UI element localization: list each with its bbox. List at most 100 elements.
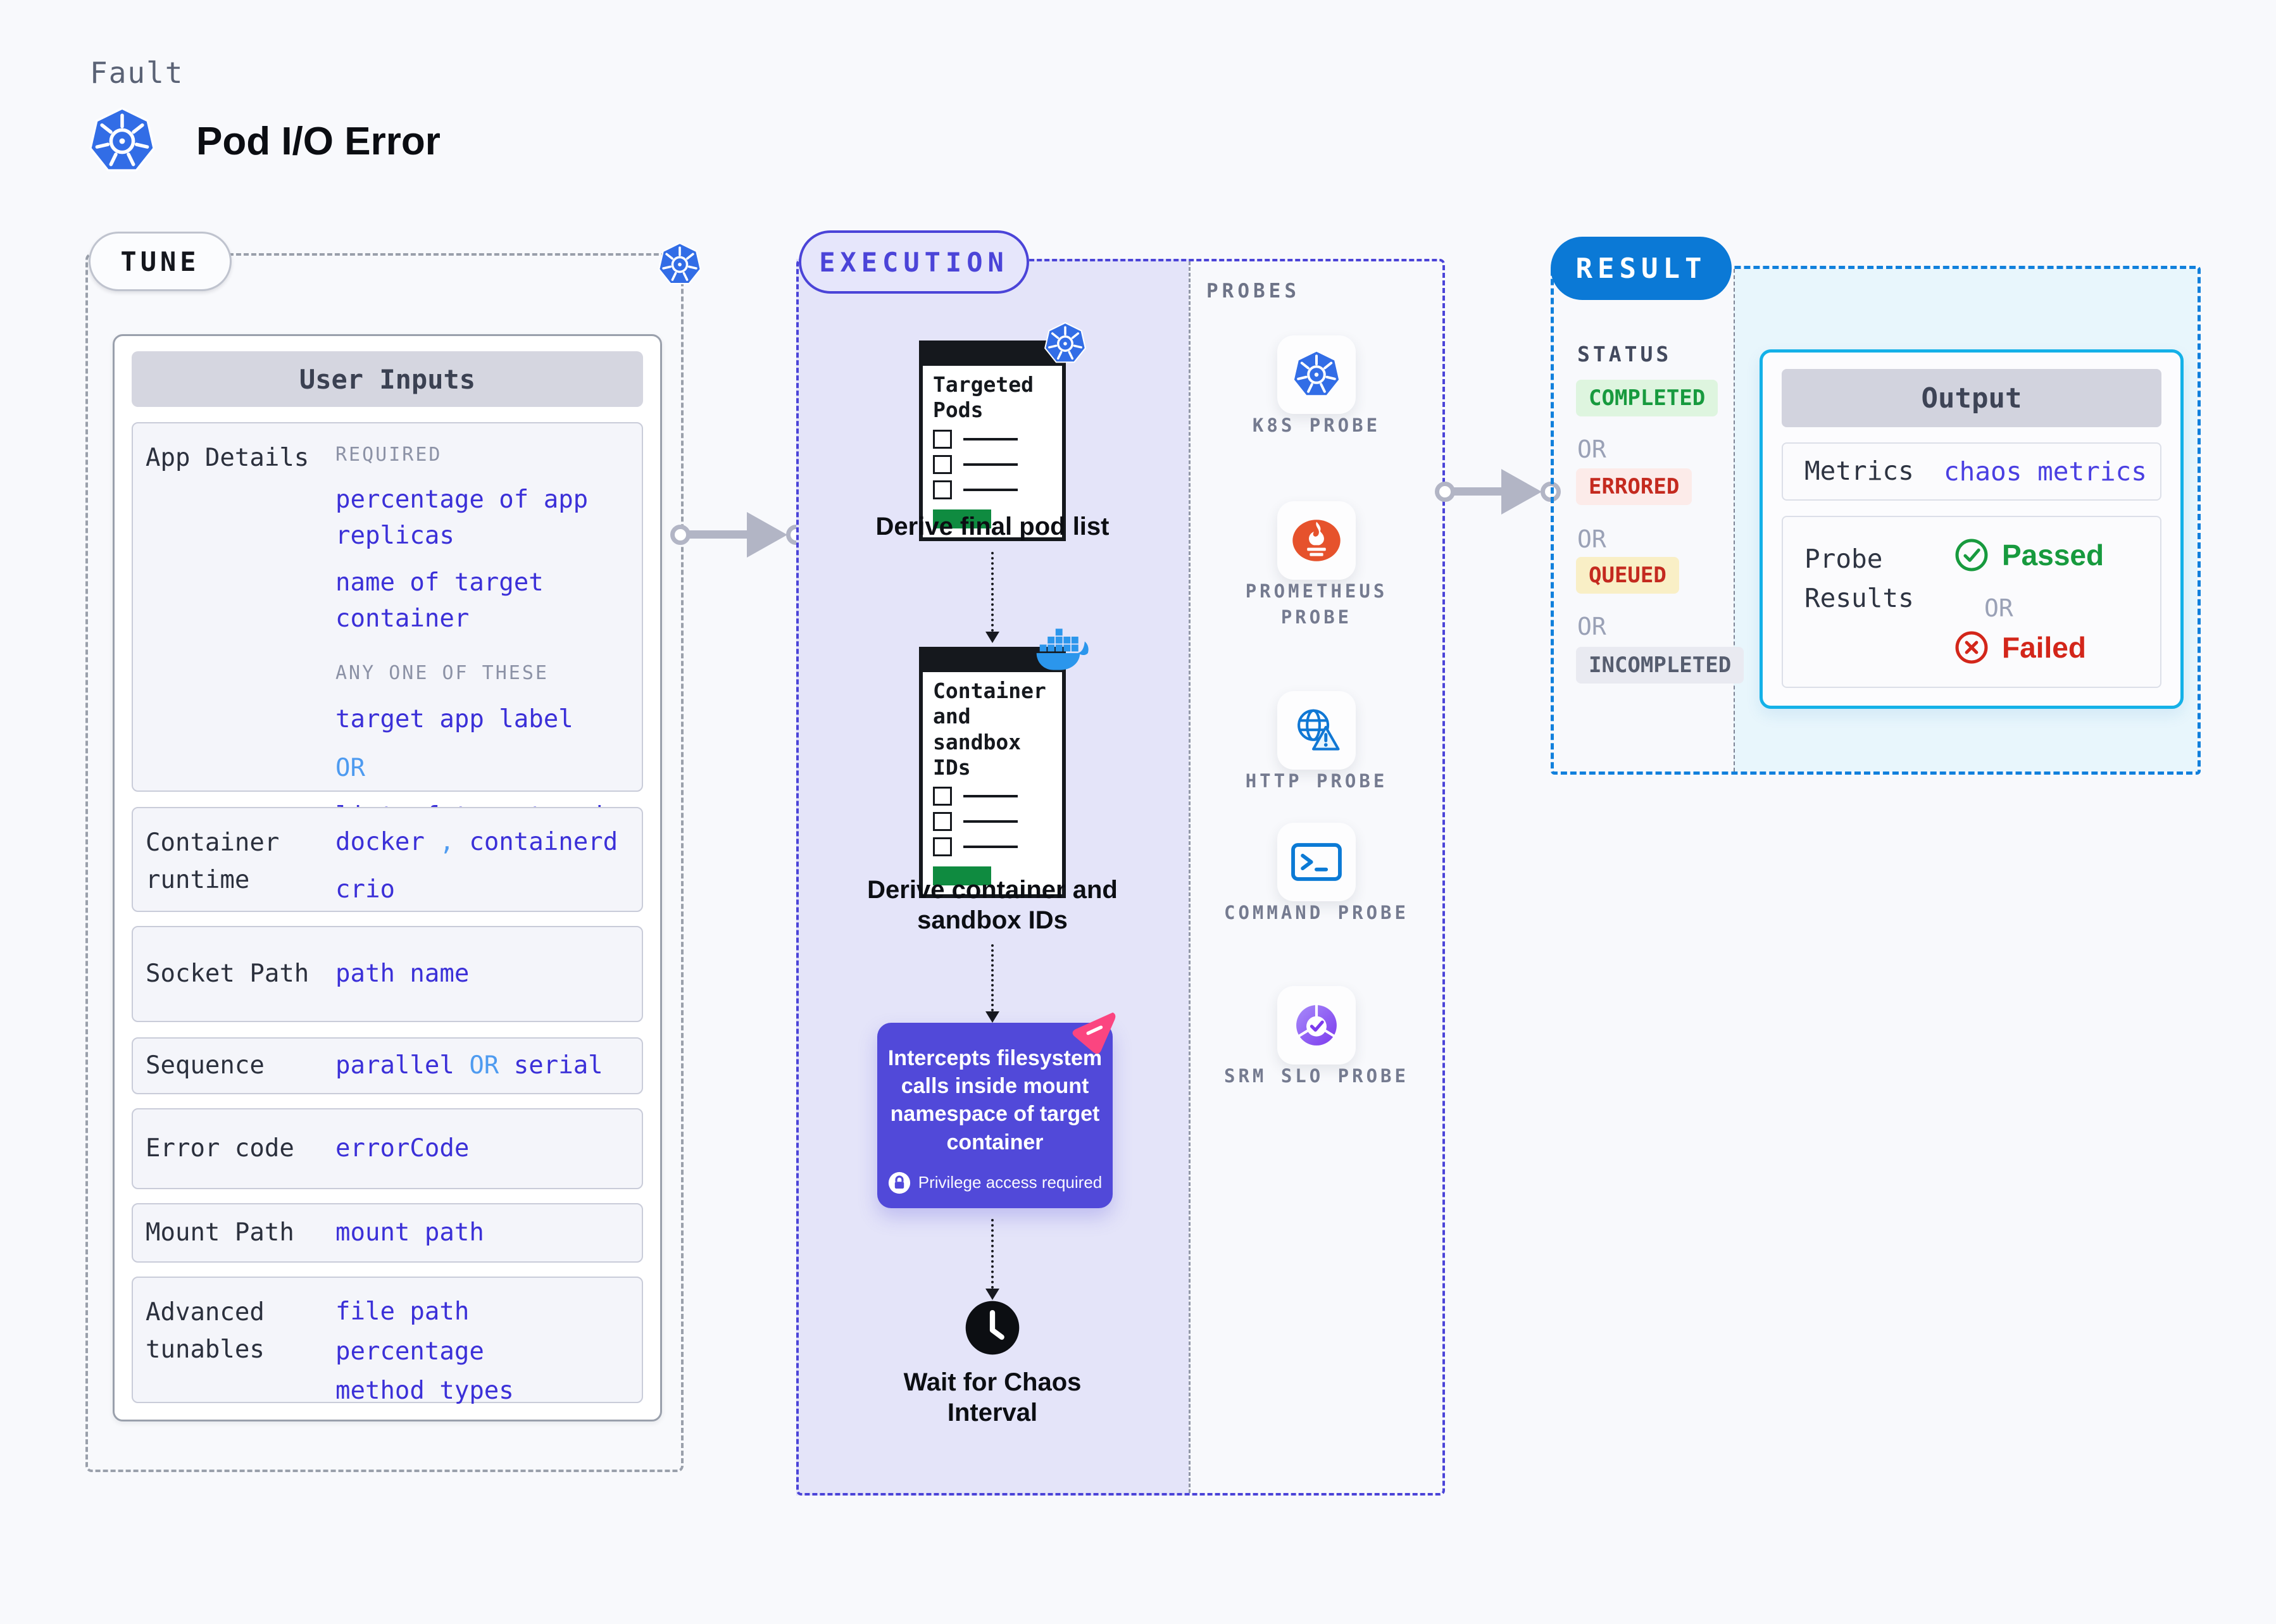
row-label: Error code — [146, 1134, 294, 1163]
checklist-item — [933, 812, 1052, 831]
row-socket-path: Socket Path path name — [132, 926, 643, 1022]
terminal-icon — [1290, 840, 1343, 884]
tune-section-box — [85, 253, 684, 1472]
comma-token: , — [439, 828, 454, 856]
lock-icon — [888, 1171, 911, 1194]
checklist-item — [933, 787, 1052, 806]
failed-indicator: Failed — [1954, 630, 2086, 665]
execution-badge: EXECUTION — [799, 230, 1029, 294]
probes-title: PROBES — [1206, 280, 1300, 303]
passed-indicator: Passed — [1954, 537, 2104, 573]
tune-badge: TUNE — [89, 232, 232, 291]
probe-card-http — [1277, 691, 1356, 770]
docker-whale-icon — [1035, 625, 1094, 673]
checklist-item — [933, 454, 1052, 474]
row-sequence: Sequence parallel OR serial — [132, 1037, 643, 1094]
privilege-note: Privilege access required — [885, 1171, 1105, 1194]
user-inputs-header: User Inputs — [132, 351, 643, 407]
execution-section-box — [796, 259, 1445, 1496]
page-title: Pod I/O Error — [196, 120, 441, 163]
row-app-details: App Details REQUIRED percentage of app r… — [132, 422, 643, 830]
probe-label: SRM SLO PROBE — [1224, 1065, 1409, 1087]
row-label: Advanced tunables — [146, 1298, 265, 1364]
probe-label: PROMETHEUS PROBE — [1245, 580, 1388, 628]
value: name of target container — [335, 568, 544, 633]
document-topbar — [923, 344, 1062, 366]
probe-card-srm-slo — [1277, 986, 1356, 1065]
flow-arrowhead — [985, 632, 999, 643]
checklist-item — [933, 429, 1052, 449]
value: percentage of app replicas — [335, 485, 589, 550]
or-connective: OR — [335, 753, 365, 782]
probe-label: COMMAND PROBE — [1224, 902, 1409, 923]
row-container-runtime: Container runtime docker , containerd cr… — [132, 807, 643, 912]
probe-card-k8s — [1277, 335, 1356, 414]
probe-results-row: Probe Results Passed OR Failed — [1782, 516, 2161, 688]
value: mount path — [335, 1218, 484, 1247]
flow-arrow — [991, 1219, 994, 1289]
row-label: Mount Path — [146, 1218, 294, 1247]
result-badge: RESULT — [1551, 237, 1732, 300]
row-label: Sequence — [146, 1051, 265, 1080]
metrics-value: chaos metrics — [1944, 456, 2147, 487]
intercept-text: Intercepts filesystem calls inside mount… — [887, 1046, 1103, 1154]
value: docker — [335, 828, 425, 856]
probe-card-command — [1277, 823, 1356, 901]
probe-label: HTTP PROBE — [1245, 770, 1388, 792]
check-circle-icon — [1954, 537, 1989, 573]
value: percentage — [335, 1337, 484, 1366]
flow-arrowhead — [985, 1011, 999, 1023]
intercept-callout: Intercepts filesystem calls inside mount… — [877, 1023, 1113, 1208]
probes-divider — [1189, 261, 1191, 1493]
probe-label: K8S PROBE — [1252, 415, 1381, 436]
flow-arrowhead — [985, 1289, 999, 1300]
status-or: OR — [1577, 525, 1606, 553]
targeted-pods-document: Targeted Pods — [919, 340, 1066, 541]
probe-results-or: OR — [1984, 594, 2013, 622]
passed-text: Passed — [2002, 539, 2104, 572]
srm-slo-donut-check-icon — [1290, 999, 1343, 1052]
row-label: Container runtime — [146, 828, 280, 894]
any-one-hint: ANY ONE OF THESE — [335, 662, 549, 685]
status-badge-errored: ERRORED — [1576, 468, 1692, 505]
row-error-code: Error code errorCode — [132, 1108, 643, 1189]
status-or: OR — [1577, 435, 1606, 463]
http-globe-warning-icon — [1291, 704, 1342, 756]
kubernetes-icon — [657, 242, 703, 287]
status-badge-queued: QUEUED — [1576, 557, 1679, 594]
value: serial — [513, 1051, 603, 1080]
failed-text: Failed — [2002, 631, 2086, 664]
row-mount-path: Mount Path mount path — [132, 1203, 643, 1263]
step-caption: Wait for Chaos Interval — [903, 1368, 1082, 1427]
litmus-chaos-pink-icon — [1068, 1008, 1118, 1057]
value: path name — [335, 959, 470, 988]
checklist-item — [933, 480, 1052, 499]
value: target app label — [335, 705, 573, 734]
kubernetes-icon — [1043, 322, 1087, 366]
connector-node — [1435, 482, 1455, 502]
output-header: Output — [1782, 369, 2161, 427]
status-or: OR — [1577, 613, 1606, 640]
required-hint: REQUIRED — [335, 444, 442, 466]
status-badge-completed: COMPLETED — [1576, 380, 1718, 416]
status-badge-incompleted: INCOMPLETED — [1576, 647, 1744, 684]
metrics-row: Metrics chaos metrics — [1782, 442, 2161, 501]
user-inputs-card: User Inputs App Details REQUIRED percent… — [113, 334, 662, 1421]
clock-icon — [963, 1299, 1022, 1357]
value: method types — [335, 1377, 514, 1406]
probe-card-prometheus — [1277, 501, 1356, 580]
kubernetes-icon — [87, 106, 157, 176]
value: file path — [335, 1297, 470, 1326]
privilege-note-text: Privilege access required — [918, 1173, 1103, 1192]
output-card: Output Metrics chaos metrics Probe Resul… — [1760, 349, 2184, 709]
flow-arrow — [991, 552, 994, 632]
or-connective: OR — [469, 1051, 499, 1080]
green-bar — [933, 866, 991, 885]
row-label: Socket Path — [146, 959, 310, 988]
x-circle-icon — [1954, 630, 1989, 665]
prometheus-icon — [1291, 515, 1342, 566]
value: containerd — [469, 828, 618, 856]
value: crio — [335, 875, 395, 904]
row-advanced-tunables: Advanced tunables file path percentage m… — [132, 1277, 643, 1405]
